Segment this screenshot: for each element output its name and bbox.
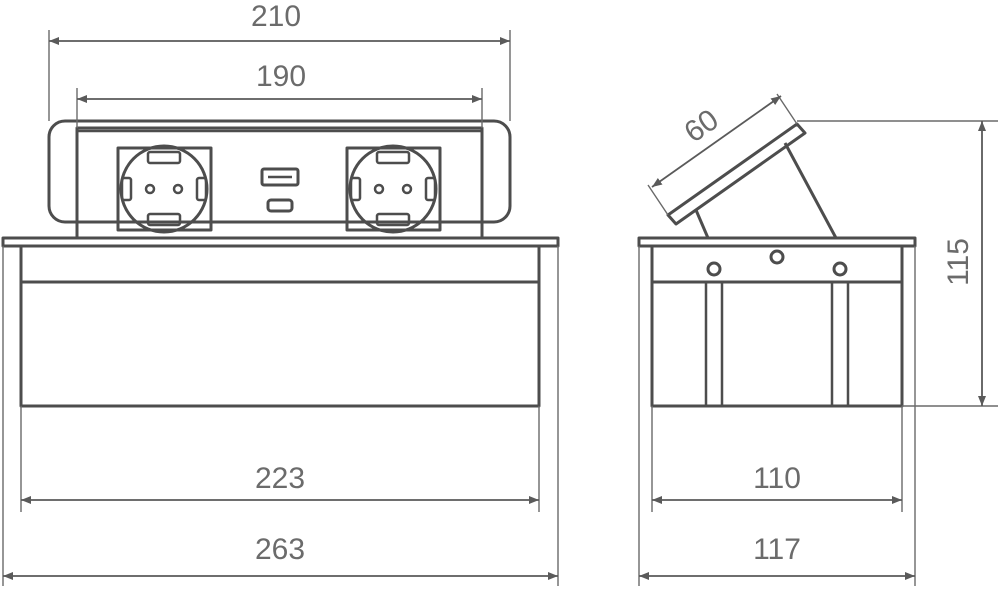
dim-label-190: 190 bbox=[256, 60, 306, 93]
dim-label-223: 223 bbox=[255, 462, 305, 495]
dim-label-110: 110 bbox=[753, 462, 801, 495]
front-head-outer bbox=[47, 119, 512, 224]
usb-c-port bbox=[266, 198, 294, 213]
dim-label-117: 117 bbox=[753, 533, 801, 566]
dim-label-210: 210 bbox=[251, 0, 301, 33]
front-box bbox=[19, 244, 541, 408]
socket-left bbox=[116, 144, 213, 234]
front-view: 210 190 223 263 bbox=[1, 0, 560, 586]
side-box bbox=[650, 244, 904, 408]
dim-label-263: 263 bbox=[255, 533, 305, 566]
socket-right bbox=[345, 144, 442, 234]
dim-label-115: 115 bbox=[942, 238, 975, 286]
usb-a-port bbox=[260, 167, 300, 187]
side-view: 110 117 115 60 bbox=[637, 93, 998, 586]
dim-label-60: 60 bbox=[678, 103, 724, 149]
side-lid bbox=[666, 122, 807, 226]
usb-ports bbox=[260, 167, 300, 213]
